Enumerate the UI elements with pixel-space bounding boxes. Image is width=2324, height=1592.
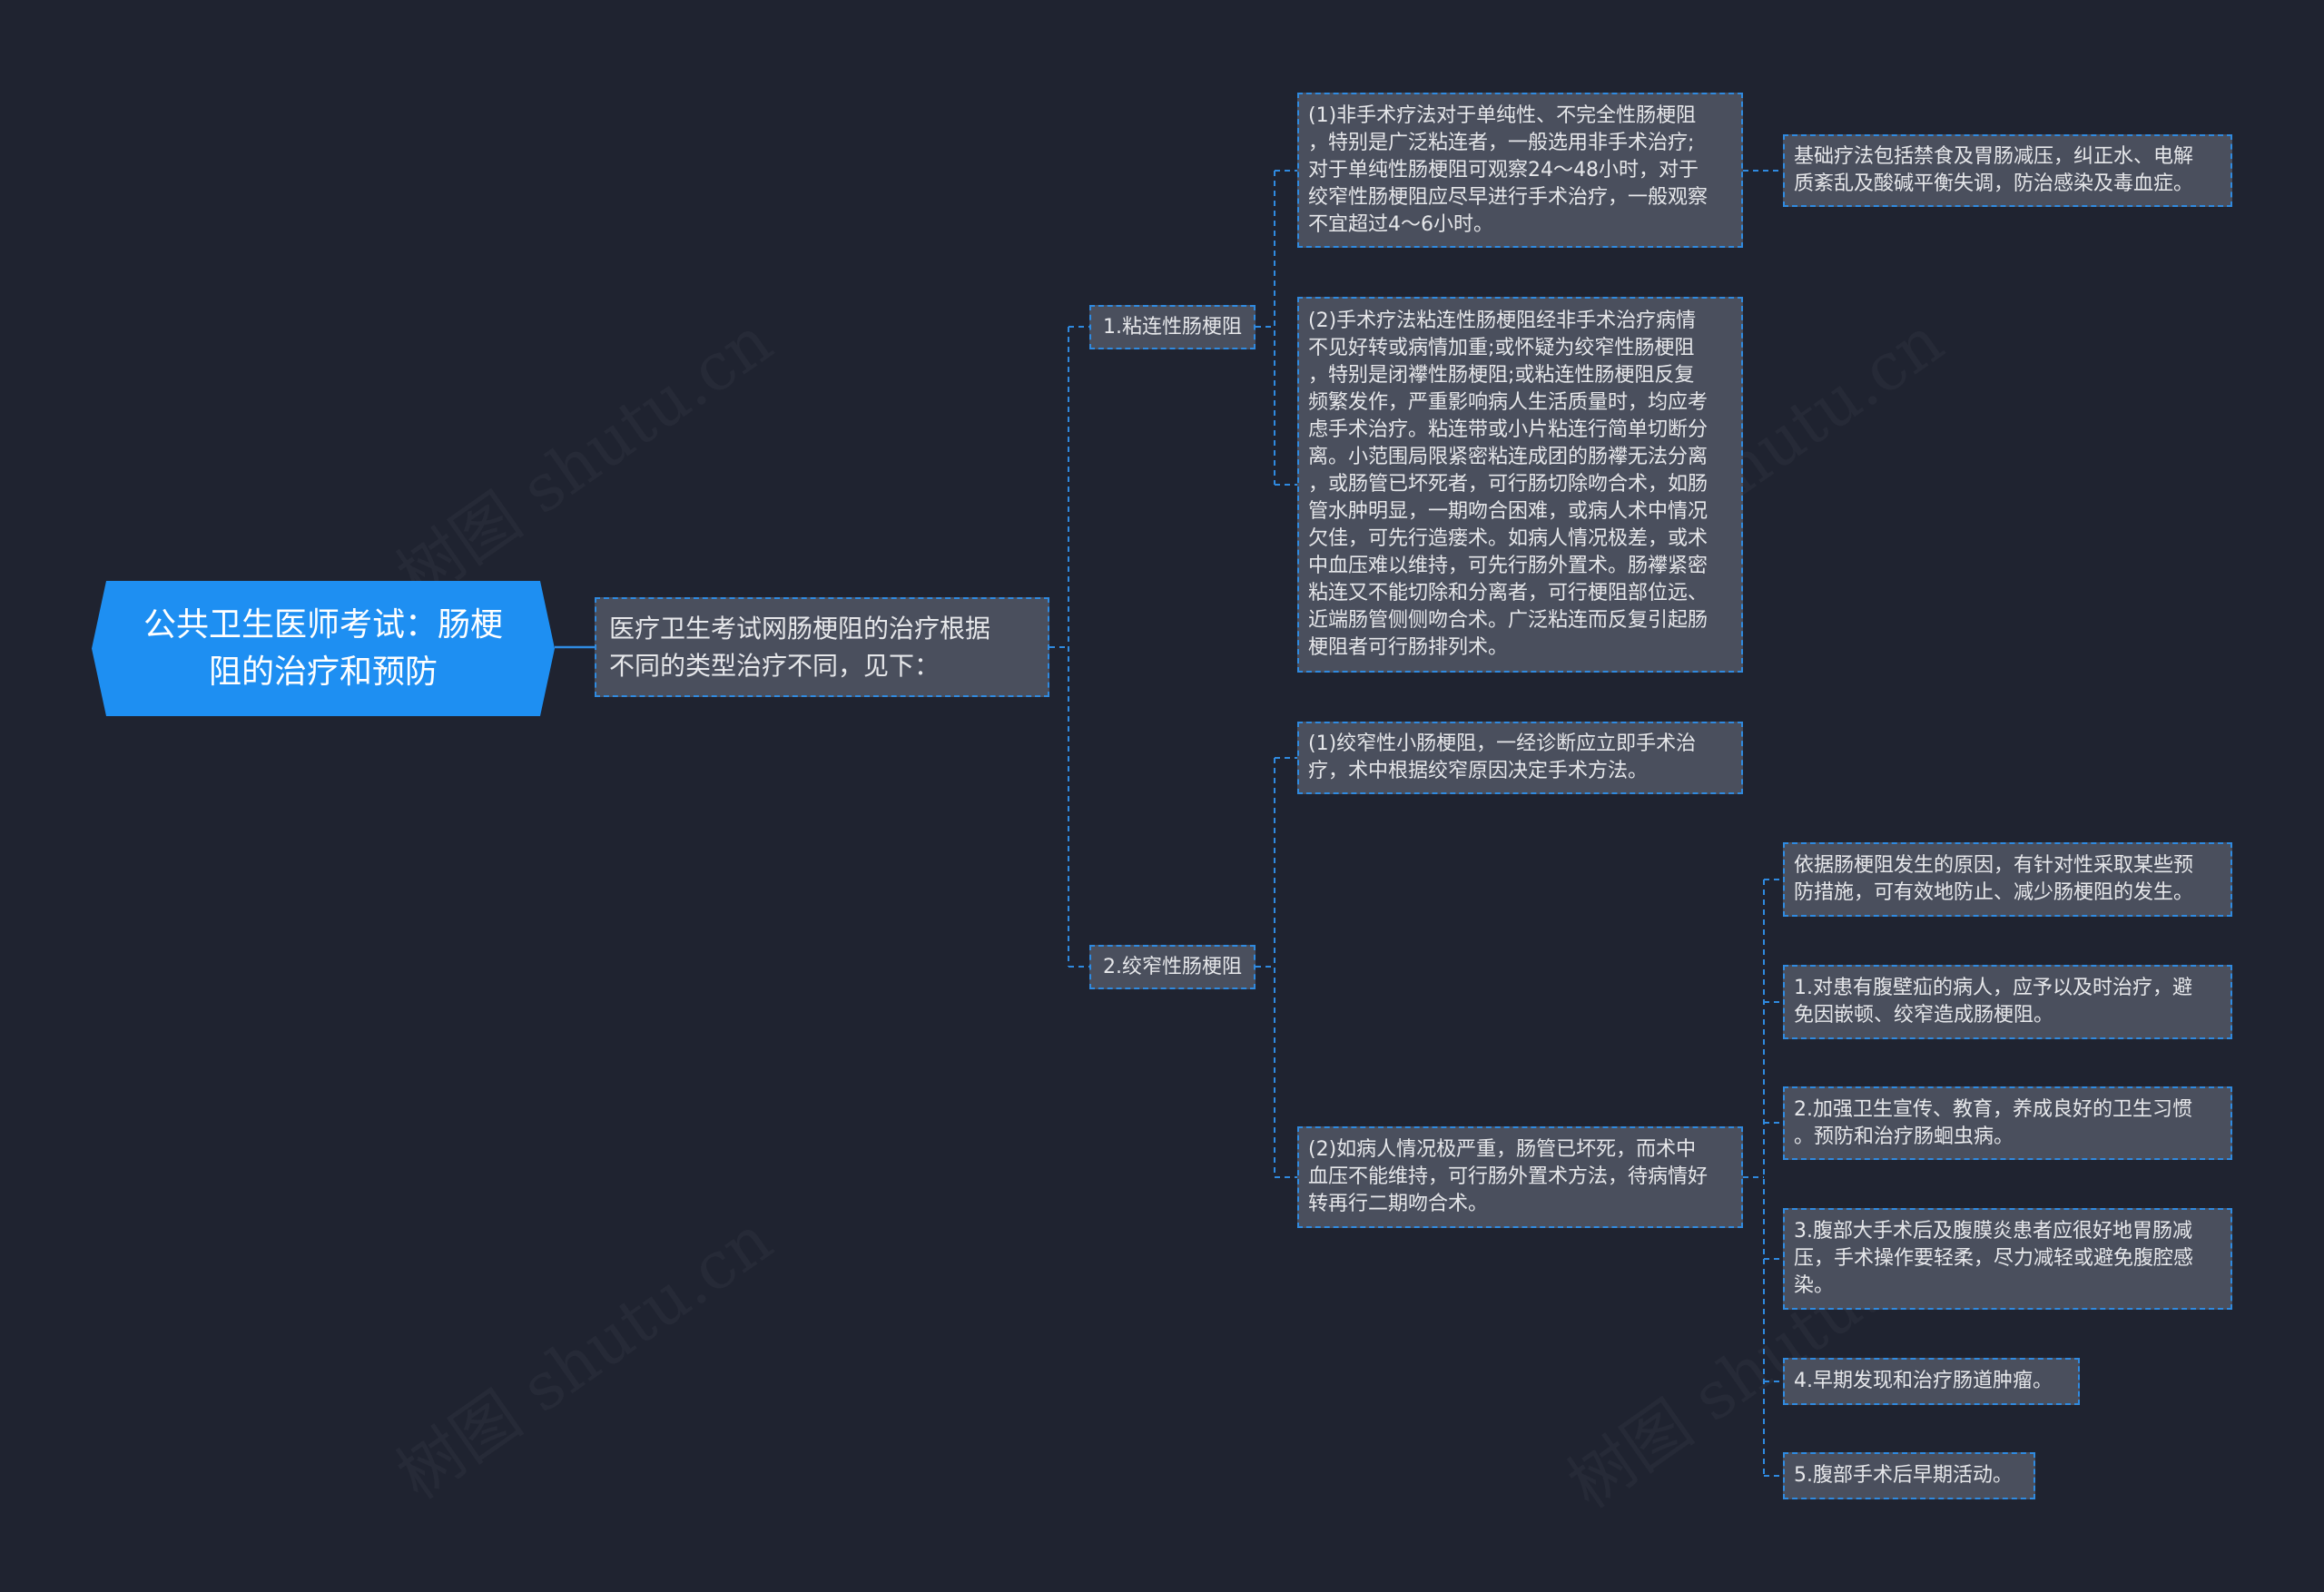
intro-topic: 医疗卫生考试网肠梗阻的治疗根据 不同的类型治疗不同，见下： (595, 597, 1049, 697)
topic-prevention-5: 5.腹部手术后早期活动。 (1783, 1452, 2035, 1499)
topic-prevention-3: 3.腹部大手术后及腹膜炎患者应很好地胃肠减 压，手术操作要轻柔，尽力减轻或避免腹… (1783, 1208, 2232, 1310)
topic-prevention-intro: 依据肠梗阻发生的原因，有针对性采取某些预 防措施，可有效地防止、减少肠梗阻的发生… (1783, 842, 2232, 917)
branch-strangulated-obstruction: 2.绞窄性肠梗阻 (1089, 945, 1256, 989)
topic-basic-therapy: 基础疗法包括禁食及胃肠减压，纠正水、电解 质紊乱及酸碱平衡失调，防治感染及毒血症… (1783, 134, 2232, 207)
connector-item4-children (1743, 879, 1783, 1477)
branch-adhesive-obstruction: 1.粘连性肠梗阻 (1089, 305, 1256, 349)
connector-branch1-items (1256, 170, 1297, 486)
topic-prevention-1: 1.对患有腹壁疝的病人，应予以及时治疗，避 免因嵌顿、绞窄造成肠梗阻。 (1783, 965, 2232, 1039)
topic-surgical-therapy: (2)手术疗法粘连性肠梗阻经非手术治疗病情 不见好转或病情加重;或怀疑为绞窄性肠… (1297, 297, 1743, 673)
topic-nonsurgical-therapy: (1)非手术疗法对于单纯性、不完全性肠梗阻 ，特别是广泛粘连者，一般选用非手术治… (1297, 93, 1743, 248)
root-topic: 公共卫生医师考试：肠梗 阻的治疗和预防 (92, 581, 555, 716)
connector-intro-branches (1049, 326, 1089, 968)
topic-severe-condition: (2)如病人情况极严重，肠管已坏死，而术中 血压不能维持，可行肠外置术方法，待病… (1297, 1126, 1743, 1228)
topic-strangulated-small-bowel: (1)绞窄性小肠梗阻，一经诊断应立即手术治 疗，术中根据绞窄原因决定手术方法。 (1297, 722, 1743, 794)
topic-prevention-4: 4.早期发现和治疗肠道肿瘤。 (1783, 1358, 2080, 1405)
topic-prevention-2: 2.加强卫生宣传、教育，养成良好的卫生习惯 。预防和治疗肠蛔虫病。 (1783, 1086, 2232, 1160)
connector-branch2-items (1256, 757, 1297, 1178)
